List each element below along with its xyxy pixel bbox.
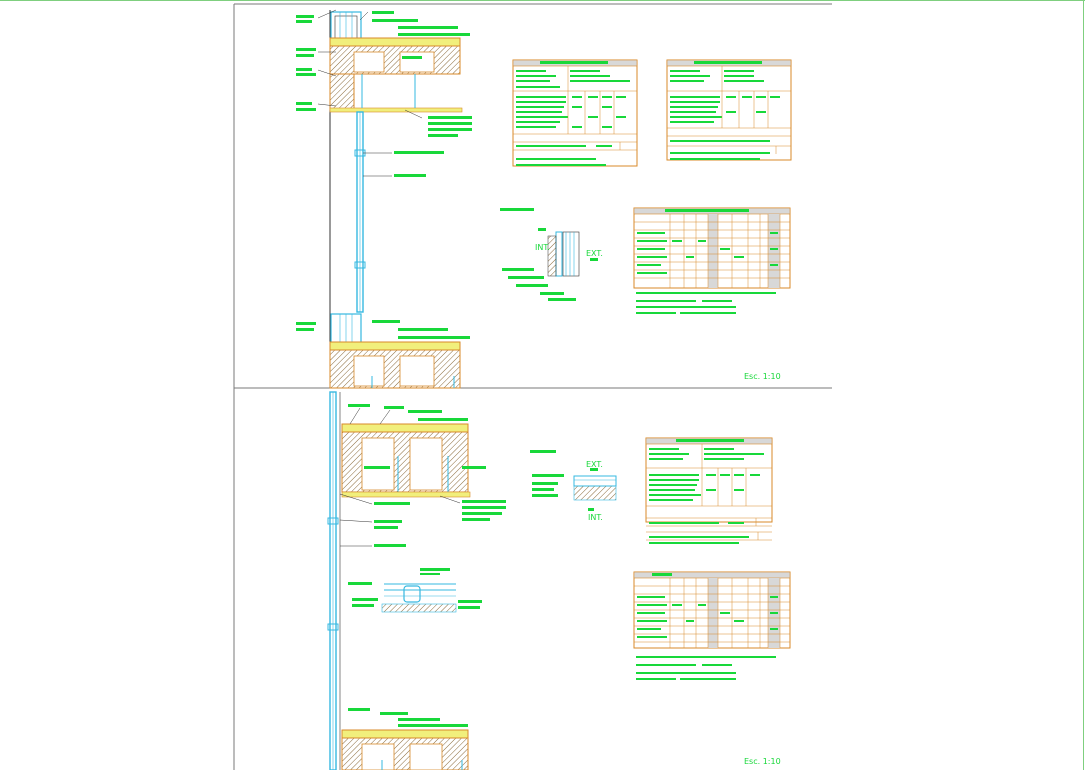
exterior-label: EXT. [586,249,603,258]
interior-label: INT. [535,243,550,252]
wall-detail-top: INT. EXT. [500,208,603,301]
leader-lines-top [317,9,423,177]
scale-label-top: Esc. 1:10 [744,372,781,381]
floor-detail-bottom: EXT. INT. [530,450,617,522]
annotation-callouts-bottom [348,404,506,727]
annotation-callouts-top [296,11,472,339]
interior-label-bottom: INT. [588,513,603,522]
spec-table-4 [645,437,773,544]
mullion-plan-detail [352,568,482,613]
spec-table-1 [512,59,638,167]
spec-table-2 [666,59,792,161]
leader-lines-bottom [339,407,461,547]
sheet-frame-top [233,3,832,770]
spec-table-5 [633,571,791,680]
facade-section-top [329,10,463,389]
exterior-label-bottom: EXT. [586,460,603,469]
scale-label-bottom: Esc. 1:10 [744,757,781,766]
spec-table-3 [633,207,791,314]
